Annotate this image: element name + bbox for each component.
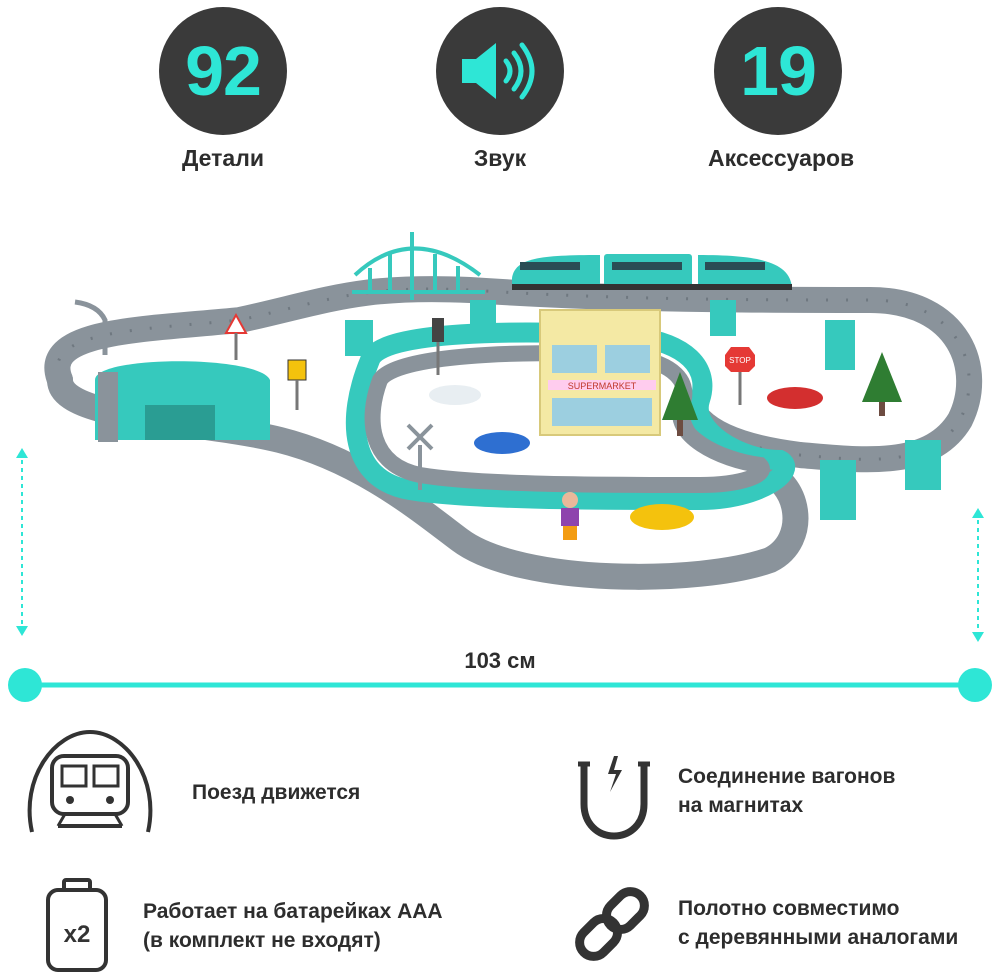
width-label: 103 см [464, 648, 536, 673]
stat-circle: 92 [159, 7, 287, 135]
car-blue [474, 432, 530, 454]
car-yellow [630, 504, 694, 530]
magnet-icon [578, 756, 650, 840]
supermarket-building: SUPERMARKET [539, 309, 661, 436]
car-red [767, 387, 823, 409]
stat-label: Звук [473, 145, 527, 171]
tree [662, 372, 698, 420]
stat-value: 92 [185, 32, 262, 110]
feature-text-line1: Полотно совместимо [678, 897, 900, 920]
stat-circle: 19 [714, 7, 842, 135]
stat-sound: Звук [430, 7, 570, 172]
pillar [905, 440, 941, 490]
tree [862, 352, 902, 402]
warning-sign [224, 312, 248, 360]
stop-sign-text: STOP [729, 356, 751, 365]
car-white [429, 385, 481, 405]
railroad-crossing-sign [406, 423, 434, 490]
feature-text-line2: на магнитах [678, 794, 804, 817]
feature-text-line2: (в комплект не входят) [143, 929, 381, 952]
stop-sign: STOP [725, 347, 755, 405]
stat-circle [436, 7, 564, 135]
feature-compatible: Полотно совместимо с деревянными аналога… [678, 894, 958, 952]
railway-set-image: SUPERMARKET STOP [44, 232, 983, 590]
dimension-lines [8, 448, 992, 702]
feature-magnet: Соединение вагонов на магнитах [678, 762, 895, 820]
feature-text-line1: Работает на батарейках AAA [143, 900, 443, 923]
supermarket-sign: SUPERMARKET [568, 381, 637, 391]
street-lamp [74, 299, 108, 355]
pillar [825, 320, 855, 370]
feature-train-moves: Поезд движется [192, 778, 360, 807]
stat-label: Аксессуаров [708, 145, 855, 171]
bridge [352, 232, 485, 300]
stat-value: 19 [740, 32, 817, 110]
width-marker [8, 668, 992, 702]
right-height-marker [972, 508, 984, 642]
feature-text: Поезд движется [192, 781, 361, 804]
stat-label: Детали [182, 145, 264, 171]
speaker-icon [462, 42, 535, 100]
tunnel-sign [287, 359, 307, 381]
pillar [710, 300, 736, 336]
feature-batteries: Работает на батарейках AAA (в комплект н… [143, 897, 443, 955]
left-height-marker [16, 448, 28, 636]
stat-accessories: 19 Аксессуаров [708, 7, 855, 172]
pillar [820, 460, 856, 520]
tunnel [95, 361, 270, 442]
stat-parts: 92 Детали [153, 7, 293, 172]
train-icon [27, 729, 153, 833]
pillar [345, 320, 373, 356]
battery-icon: x2 [46, 878, 108, 972]
feature-text-line2: с деревянными аналогами [678, 926, 959, 949]
traffic-light [432, 318, 444, 375]
pillar [470, 300, 496, 340]
battery-count-badge: x2 [64, 921, 91, 948]
figure [561, 492, 579, 540]
feature-text-line1: Соединение вагонов [678, 765, 896, 788]
train [512, 254, 792, 290]
chain-link-icon [575, 887, 649, 961]
